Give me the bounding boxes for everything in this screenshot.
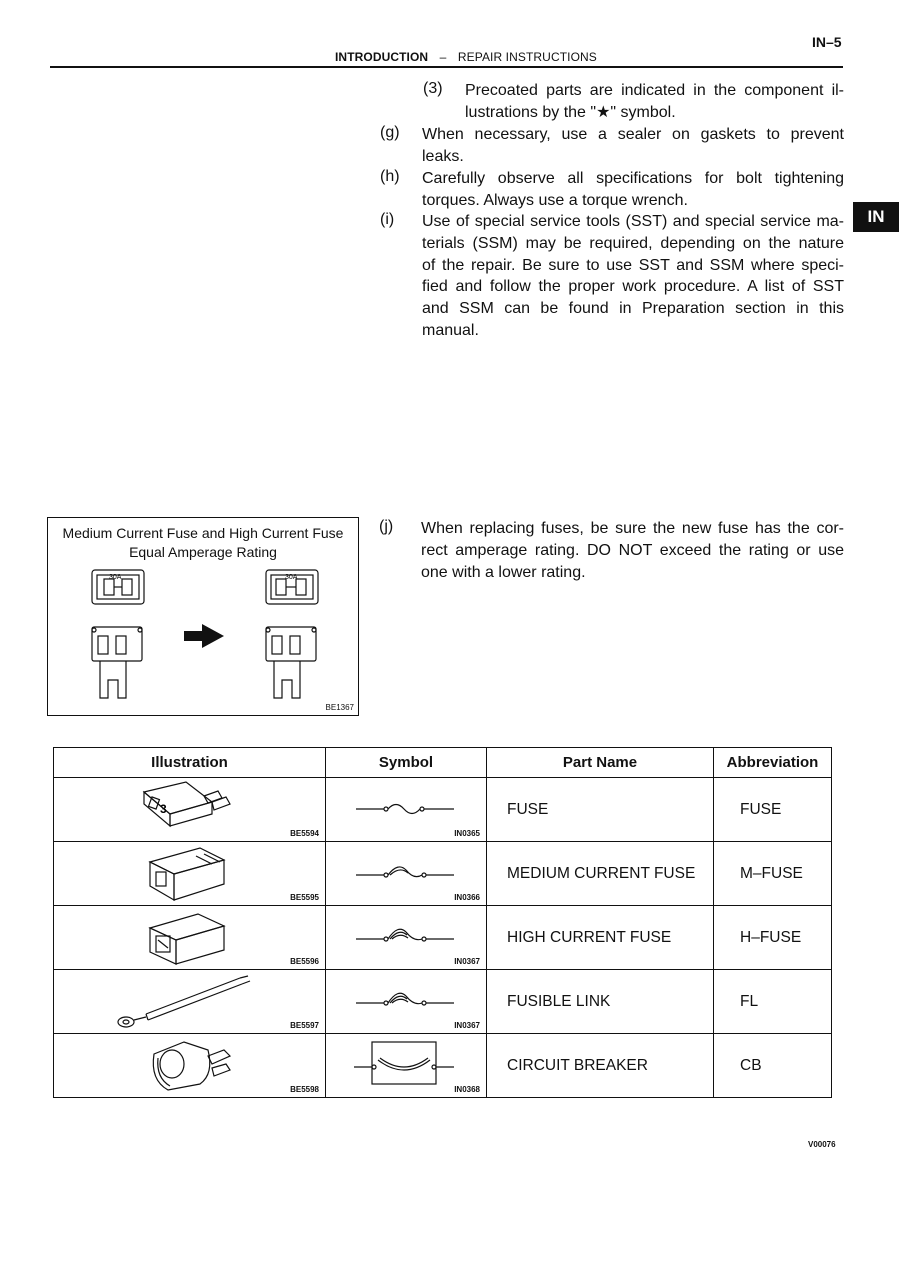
item-g-text: When necessary, use a sealer on gaskets … (422, 124, 844, 168)
running-header: INTRODUCTION – REPAIR INSTRUCTIONS (335, 50, 597, 64)
item-3-text: Precoated parts are indicated in the com… (465, 80, 844, 124)
col-header-symbol: Symbol (325, 747, 487, 778)
abbreviation-cell: FUSE (713, 777, 832, 842)
abbreviation-cell: CB (713, 1033, 832, 1098)
item-g-line: leaks. (422, 147, 464, 165)
circuit-breaker-illustration-icon (152, 1041, 232, 1091)
abbreviation-cell: FL (713, 969, 832, 1034)
high-current-fuse-illustration-icon (148, 913, 226, 965)
item-g-line: When necessary, use a sealer on gaskets … (422, 126, 844, 143)
symbol-cell: IN0366 (325, 841, 487, 906)
symbol-cell: IN0365 (325, 777, 487, 842)
illustration-cell: BE5598 (53, 1033, 326, 1098)
item-h-text: Carefully observe all specifications for… (422, 168, 844, 212)
illustration-code: BE5594 (290, 829, 319, 838)
illustration-code: BE5596 (290, 957, 319, 966)
header-rule (50, 66, 843, 68)
circuit-breaker-symbol-icon (354, 1041, 454, 1085)
item-h-line: torques. Always use a torque wrench. (422, 191, 688, 209)
fuse-symbol-icon (356, 803, 454, 815)
item-j-line: When replacing fuses, be sure the new fu… (421, 520, 844, 537)
item-i-line: and SSM can be found in Preparation sect… (422, 300, 844, 318)
part-name-cell: FUSE (486, 777, 714, 842)
page-number: IN–5 (812, 34, 842, 50)
figure-title-line: Medium Current Fuse and High Current Fus… (62, 525, 344, 541)
fuse-figure: Medium Current Fuse and High Current Fus… (47, 517, 359, 716)
item-3-marker: (3) (423, 80, 443, 97)
symbol-code: IN0366 (454, 893, 480, 902)
fuse-types-table: Illustration Symbol Part Name Abbreviati… (53, 747, 832, 1098)
high-current-fuse-symbol-icon (356, 928, 454, 942)
item-i-line: of the repair. Be sure to use SST and SS… (422, 256, 844, 274)
abbreviation-cell: M–FUSE (713, 841, 832, 906)
replace-arrow-icon (184, 624, 224, 648)
table-row: BE5597 IN0367 FUSIBLE LINK F (53, 969, 832, 1034)
item-j-text: When replacing fuses, be sure the new fu… (421, 518, 844, 583)
item-h-marker: (h) (380, 168, 400, 185)
item-i-line: terials (SSM) may be required, depending… (422, 234, 844, 252)
figure-title-line: Equal Amperage Rating (129, 544, 277, 560)
item-j-line: rect amperage rating. DO NOT exceed the … (421, 541, 844, 559)
figure-title: Medium Current Fuse and High Current Fus… (48, 524, 358, 562)
subsection-title: REPAIR INSTRUCTIONS (457, 50, 597, 64)
item-i-line: Use of special service tools (SST) and s… (422, 213, 844, 230)
table-row: 3 BE5594 IN0365 FUSE FUSE (53, 777, 832, 842)
symbol-cell: IN0367 (325, 905, 487, 970)
illustration-code: BE5597 (290, 1021, 319, 1030)
symbol-code: IN0365 (454, 829, 480, 838)
item-g-marker: (g) (380, 124, 400, 141)
illustration-code: BE5595 (290, 893, 319, 902)
table-row: BE5595 IN0366 MEDIUM CURRENT FUSE M–FUSE (53, 841, 832, 906)
item-j-marker: (j) (379, 518, 394, 535)
right-fuse-side-icon (265, 626, 317, 699)
illustration-cell: BE5597 (53, 969, 326, 1034)
section-title: INTRODUCTION (335, 50, 429, 64)
part-name-cell: FUSIBLE LINK (486, 969, 714, 1034)
symbol-cell: IN0368 (325, 1033, 487, 1098)
left-fuse-side-icon (91, 626, 143, 699)
fusible-link-illustration-icon (117, 975, 251, 1028)
table-row: BE5596 IN0367 HIGH CURRENT FUSE (53, 905, 832, 970)
item-j-line: one with a lower rating. (421, 563, 586, 581)
part-name-cell: CIRCUIT BREAKER (486, 1033, 714, 1098)
left-fuse-rating: 30A (109, 574, 122, 581)
symbol-code: IN0367 (454, 957, 480, 966)
right-fuse-top-icon (265, 569, 319, 605)
col-header-illustration: Illustration (53, 747, 326, 778)
part-name-cell: HIGH CURRENT FUSE (486, 905, 714, 970)
illustration-code: BE5598 (290, 1085, 319, 1094)
item-i-line: fied and follow the proper work procedur… (422, 278, 844, 296)
illustration-cell: BE5595 (53, 841, 326, 906)
symbol-cell: IN0367 (325, 969, 487, 1034)
medium-current-fuse-illustration-icon (148, 847, 226, 902)
illustration-cell: 3 BE5594 (53, 777, 326, 842)
table-header-row: Illustration Symbol Part Name Abbreviati… (53, 747, 832, 778)
abbreviation-cell: H–FUSE (713, 905, 832, 970)
medium-current-fuse-symbol-icon (356, 866, 454, 878)
section-tab: IN (853, 202, 899, 232)
figure-code: BE1367 (325, 703, 354, 712)
col-header-abbreviation: Abbreviation (713, 747, 832, 778)
fuse-illustration-icon: 3 (142, 781, 231, 828)
fuse-replacement-illustration: 30A 30A (91, 569, 319, 699)
item-i-line: manual. (422, 321, 479, 339)
symbol-code: IN0368 (454, 1085, 480, 1094)
col-header-part-name: Part Name (486, 747, 714, 778)
left-fuse-top-icon (91, 569, 145, 605)
item-i-text: Use of special service tools (SST) and s… (422, 211, 844, 342)
symbol-code: IN0367 (454, 1021, 480, 1030)
item-3-line: Precoated parts are indicated in the com… (465, 82, 844, 99)
fuse-illustration-label: 3 (160, 802, 167, 816)
item-3-line: lustrations by the "★" symbol. (465, 103, 676, 121)
footer-code: V00076 (808, 1140, 836, 1149)
item-i-marker: (i) (380, 211, 395, 228)
table-row: BE5598 IN0368 CIRCUIT BREAKER (53, 1033, 832, 1098)
part-name-cell: MEDIUM CURRENT FUSE (486, 841, 714, 906)
item-h-line: Carefully observe all specifications for… (422, 170, 844, 187)
right-fuse-rating: 30A (285, 574, 298, 581)
illustration-cell: BE5596 (53, 905, 326, 970)
fusible-link-symbol-icon (356, 992, 454, 1006)
header-dash: – (439, 50, 447, 64)
